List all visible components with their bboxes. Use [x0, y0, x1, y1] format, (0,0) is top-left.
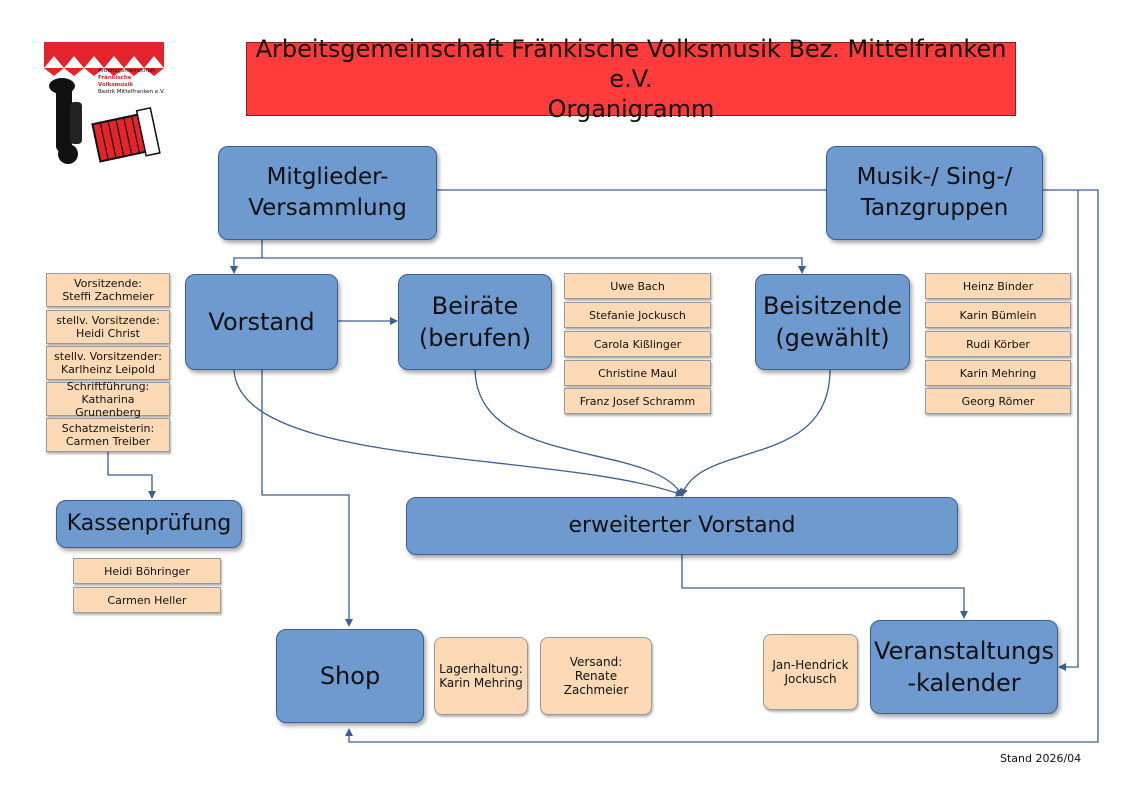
vorstand-member-name: Heidi Christ	[76, 327, 140, 340]
node-mitglieder-line-1: Mitglieder-	[266, 164, 389, 190]
vorstand-member-role: Schriftführung:	[66, 379, 150, 393]
beisitzer-member-name: Karin Bümlein	[959, 308, 1037, 322]
node-beisitzende: Beisitzende (gewählt)	[755, 274, 910, 370]
vorstand-member-role: Vorsitzende:	[74, 277, 142, 290]
beirat-member-name: Franz Josef Schramm	[579, 394, 696, 408]
beisitzer-member-1: Heinz Binder	[925, 273, 1071, 299]
kassen-member-1: Heidi Böhringer	[73, 558, 221, 584]
vorstand-member-role: stellv. Vorsitzende:	[56, 314, 160, 327]
kassen-member-name: Heidi Böhringer	[104, 564, 190, 578]
line-mitglieder-vorstand	[230, 240, 263, 274]
beisitzer-member-3: Rudi Körber	[925, 331, 1071, 357]
title-line-1: Arbeitsgemeinschaft Fränkische Volksmusi…	[255, 35, 1007, 93]
logo-text-3: Bezirk Mittelfranken e.V.	[98, 89, 165, 95]
node-beiraete: Beiräte (berufen)	[398, 274, 552, 370]
vorstand-member-3: stellv. Vorsitzender: Karlheinz Leipold	[46, 346, 170, 380]
beirat-member-name: Stefanie Jockusch	[589, 308, 686, 322]
shop-role-label: Lagerhaltung:	[439, 662, 523, 676]
shop-role-label: Versand:	[569, 655, 623, 669]
beirat-member-1: Uwe Bach	[564, 273, 711, 299]
node-musik-line-1: Musik-/ Sing-/	[856, 164, 1013, 190]
line-musik-kalender	[1058, 190, 1079, 671]
beirat-member-5: Franz Josef Schramm	[564, 388, 711, 414]
kalender-member-line-1: Jan-Hendrick	[772, 658, 849, 672]
logo-text-2: Fränkische Volksmusik	[98, 75, 134, 88]
node-kalender-line-2: -kalender	[907, 669, 1021, 697]
beisitzer-member-4: Karin Mehring	[925, 360, 1071, 386]
shop-role-versand: Versand: Renate Zachmeier	[540, 637, 652, 715]
logo-text-1: Arbeitsgemeinschaft	[98, 68, 155, 74]
node-kassenpruefung: Kassenprüfung	[56, 500, 242, 548]
beirat-member-name: Carola Kißlinger	[593, 337, 682, 351]
logo-graphic	[44, 42, 164, 164]
vorstand-member-role: Schatzmeisterin:	[61, 422, 155, 435]
line-vorstand-shop	[261, 370, 353, 627]
node-beisitzende-line-2: (gewählt)	[775, 324, 890, 352]
node-mitglieder-line-2: Versammlung	[248, 195, 407, 221]
stand-date: Stand 2026/04	[1000, 752, 1082, 765]
line-mitglieder-beisitzende	[262, 257, 806, 274]
shop-role-name: Karin Mehring	[439, 676, 523, 690]
vorstand-member-name: Steffi Zachmeier	[62, 290, 154, 303]
node-kassen-label: Kassenprüfung	[66, 511, 232, 536]
beirat-member-name: Christine Maul	[598, 366, 677, 380]
vorstand-member-name: Karlheinz Leipold	[61, 363, 155, 376]
vorstand-member-name: Katharina Grunenberg	[75, 392, 141, 419]
logo: Arbeitsgemeinschaft Fränkische Volksmusi…	[42, 42, 166, 168]
node-beisitzende-line-1: Beisitzende	[762, 292, 903, 320]
beirat-member-2: Stefanie Jockusch	[564, 302, 711, 328]
node-musik-line-2: Tanzgruppen	[860, 195, 1009, 221]
node-shop-label: Shop	[319, 662, 381, 690]
line-erweitert-kalender	[681, 555, 968, 619]
beirat-member-4: Christine Maul	[564, 360, 711, 386]
node-erweiterter-label: erweiterter Vorstand	[568, 513, 796, 538]
kassen-member-name: Carmen Heller	[107, 593, 187, 607]
vorstand-member-2: stellv. Vorsitzende: Heidi Christ	[46, 310, 170, 344]
beisitzer-member-name: Karin Mehring	[959, 366, 1037, 380]
title-line-2: Organigramm	[547, 95, 715, 123]
beisitzer-member-2: Karin Bümlein	[925, 302, 1071, 328]
node-veranstaltungskalender: Veranstaltungs -kalender	[870, 620, 1058, 714]
page-title: Arbeitsgemeinschaft Fränkische Volksmusi…	[246, 35, 1016, 123]
node-shop: Shop	[276, 629, 424, 723]
vorstand-member-name: Carmen Treiber	[65, 435, 151, 448]
node-erweiterter-vorstand: erweiterter Vorstand	[406, 497, 958, 555]
curve-beisitzende-erweitert	[680, 369, 831, 497]
beirat-member-name: Uwe Bach	[610, 279, 665, 293]
beisitzer-member-5: Georg Römer	[925, 388, 1071, 414]
node-beiraete-line-2: (berufen)	[418, 324, 532, 352]
beisitzer-member-name: Heinz Binder	[962, 279, 1034, 293]
beisitzer-member-name: Rudi Körber	[966, 337, 1030, 351]
curve-beiraete-erweitert	[474, 369, 684, 497]
vorstand-member-5: Schatzmeisterin: Carmen Treiber	[46, 418, 170, 452]
kalender-member-line-2: Jockusch	[784, 672, 837, 686]
beirat-member-3: Carola Kißlinger	[564, 331, 711, 357]
kalender-member: Jan-Hendrick Jockusch	[763, 634, 858, 710]
shop-role-lagerhaltung: Lagerhaltung: Karin Mehring	[434, 637, 528, 715]
curve-vorstand-erweitert	[233, 369, 684, 497]
vorstand-member-4: Schriftführung: Katharina Grunenberg	[46, 379, 170, 419]
beisitzer-member-name: Georg Römer	[961, 394, 1035, 408]
node-vorstand-label: Vorstand	[208, 308, 315, 336]
node-kalender-line-1: Veranstaltungs	[874, 637, 1054, 665]
kassen-member-2: Carmen Heller	[73, 587, 221, 613]
line-list-kassen	[107, 452, 156, 499]
vorstand-member-1: Vorsitzende: Steffi Zachmeier	[46, 273, 170, 307]
vorstand-member-role: stellv. Vorsitzender:	[54, 350, 162, 363]
node-mitglieder-versammlung: Mitglieder- Versammlung	[218, 146, 437, 240]
line-musik-right	[345, 189, 1099, 743]
shop-role-name: Renate Zachmeier	[563, 669, 629, 697]
node-vorstand: Vorstand	[185, 274, 338, 370]
node-beiraete-line-1: Beiräte	[431, 292, 519, 320]
node-musik-gruppen: Musik-/ Sing-/ Tanzgruppen	[826, 146, 1043, 240]
